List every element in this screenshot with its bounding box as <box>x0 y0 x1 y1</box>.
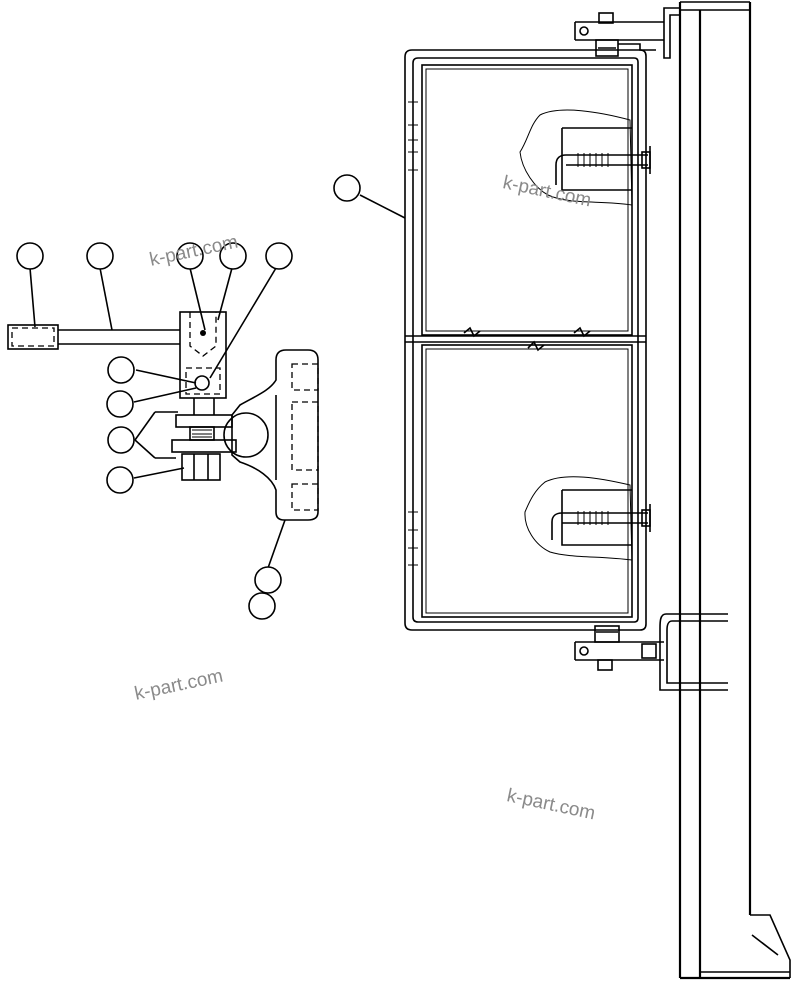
upper-adjust-bolt-cutaway <box>519 109 651 206</box>
callout-circle <box>265 242 293 270</box>
mast-post <box>663 1 791 980</box>
mirror-frame <box>404 49 647 631</box>
callout-circle <box>106 390 134 418</box>
callout-circle <box>107 426 135 454</box>
callout-circle <box>86 242 114 270</box>
callout-circle <box>107 356 135 384</box>
callout-circle <box>106 466 134 494</box>
callout-circle <box>248 592 276 620</box>
callout-circle <box>333 174 361 202</box>
bottom-bracket <box>574 613 728 691</box>
callout-circle <box>176 242 204 270</box>
lower-adjust-bolt-cutaway <box>524 476 651 561</box>
top-bracket <box>574 12 664 57</box>
callout-circle <box>254 566 282 594</box>
leader-lines <box>29 194 406 569</box>
mirror-arm-detail <box>7 311 319 521</box>
callout-circle <box>16 242 44 270</box>
callout-circle <box>219 242 247 270</box>
callout-circles <box>16 174 361 620</box>
